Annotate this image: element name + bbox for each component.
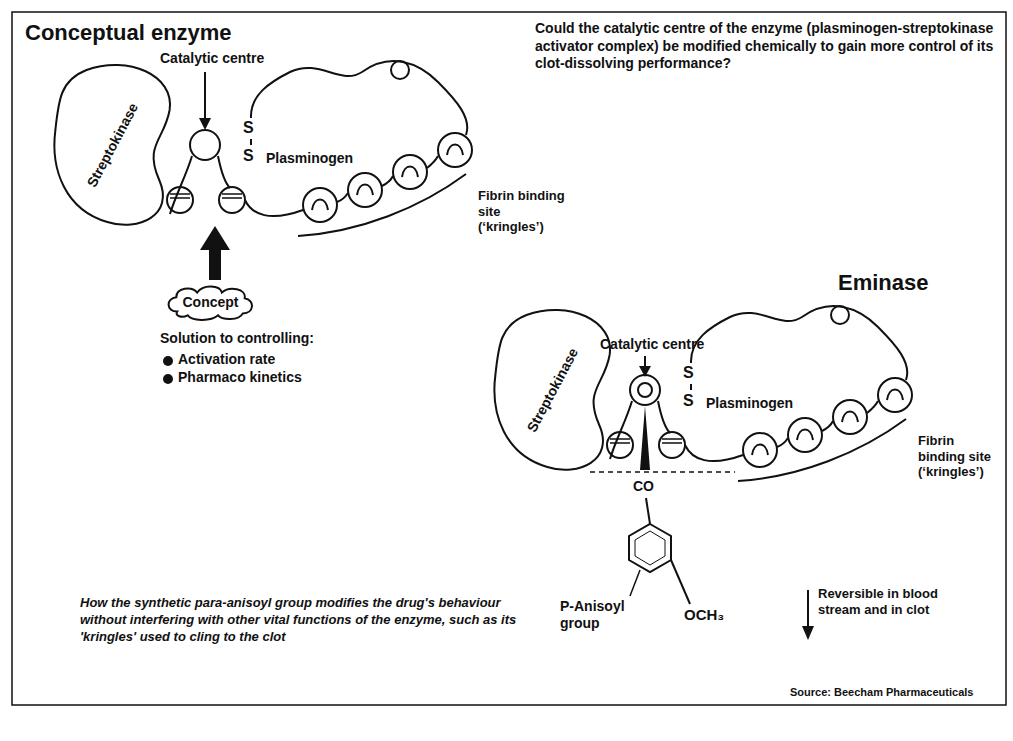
- figure-caption: How the synthetic para-anisoyl group mod…: [80, 595, 520, 646]
- list-heading: Solution to controlling:: [160, 330, 314, 347]
- panel-heading: Eminase: [838, 270, 929, 296]
- part-label: Fibrin binding site (‘kringles’): [918, 433, 1004, 480]
- figure-title: Conceptual enzyme: [25, 20, 232, 46]
- part-label: Plasminogen: [266, 150, 353, 167]
- list-item: Pharmaco kinetics: [178, 369, 302, 386]
- sulfur-atom: S: [683, 391, 694, 410]
- node-label: Concept: [183, 294, 239, 310]
- sulfur-atom: S: [243, 118, 254, 137]
- list-item: Activation rate: [178, 351, 275, 368]
- note: Reversible in blood stream and in clot: [818, 586, 948, 617]
- streptokinase-blob: Streptokinase: [45, 60, 180, 230]
- part-label: P-Anisoyl group: [560, 598, 640, 632]
- question-note: Could the catalytic centre of the enzyme…: [535, 20, 1000, 73]
- source-note: Source: Beecham Pharmaceuticals: [790, 686, 973, 699]
- streptokinase-blob: Streptokinase: [485, 305, 620, 475]
- chemical-group: CO: [633, 478, 654, 495]
- part-label: Catalytic centre: [160, 50, 264, 67]
- sulfur-atom: S: [243, 146, 254, 165]
- part-label: Catalytic centre: [600, 336, 704, 353]
- part-label: Plasminogen: [706, 395, 793, 412]
- part-label: Fibrin binding site (‘kringles’): [478, 188, 566, 235]
- chemical-group: OCH₃: [684, 606, 724, 624]
- concept-cloud: Concept: [163, 283, 258, 321]
- sulfur-atom: S: [683, 363, 694, 382]
